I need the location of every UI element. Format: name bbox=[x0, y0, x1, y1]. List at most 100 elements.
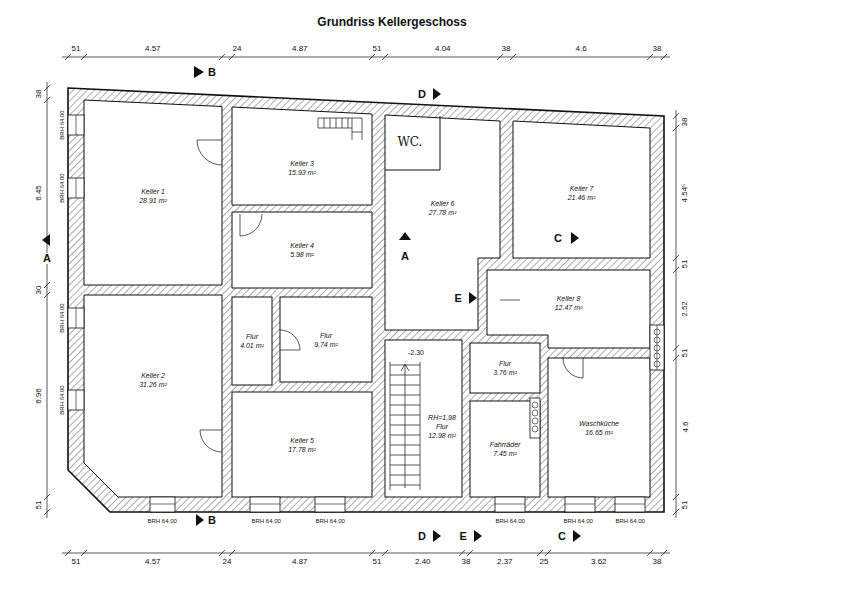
room: Keller 315.93 m² bbox=[232, 138, 372, 198]
dimension: 4.04 bbox=[434, 45, 452, 53]
room-text: 5.98 m² bbox=[290, 250, 314, 259]
window-sill-height: BRH 64.00 bbox=[58, 302, 64, 333]
room-text: 4.01 m² bbox=[240, 341, 264, 350]
room-text: 21.46 m² bbox=[568, 193, 596, 202]
window-sill-height: BRH 64.00 bbox=[58, 172, 64, 203]
dimension: 51 bbox=[681, 259, 689, 270]
dimension: 4.57 bbox=[144, 558, 162, 566]
plan-title: Grundriss Kellergeschoss bbox=[317, 15, 466, 29]
room-name: Keller 1 bbox=[141, 187, 165, 196]
dimension: 51 bbox=[372, 558, 383, 566]
section-marker: E bbox=[459, 531, 468, 542]
room-text: 31.26 m² bbox=[139, 380, 167, 389]
room-text: 12.47 m² bbox=[555, 303, 583, 312]
dimension: 24 bbox=[232, 45, 243, 53]
room: Keller 128.91 m² bbox=[84, 107, 222, 285]
room: Keller 721.46 m² bbox=[513, 128, 650, 258]
dimension: 38 bbox=[652, 45, 663, 53]
handwritten-note: WC. bbox=[397, 136, 424, 148]
room-name: Keller 4 bbox=[290, 241, 314, 250]
dimension: 4.87 bbox=[291, 45, 309, 53]
dimension: 51 bbox=[71, 558, 82, 566]
room-text: 9.74 m² bbox=[314, 340, 338, 349]
room-name: Flur bbox=[499, 359, 511, 368]
dimension: 2.52 bbox=[681, 300, 689, 318]
section-marker: A bbox=[400, 251, 410, 262]
dimension: 6.96 bbox=[35, 387, 43, 405]
windows bbox=[68, 115, 664, 512]
dimension: 4.6 bbox=[575, 45, 588, 53]
dimension: 51 bbox=[681, 348, 689, 359]
dimension: 24 bbox=[222, 558, 233, 566]
stair-symbol bbox=[318, 118, 362, 140]
window-sill-height: BRH 64.00 bbox=[563, 518, 594, 524]
room-name: Keller 7 bbox=[570, 184, 594, 193]
dimension: 51 bbox=[35, 500, 43, 511]
dimension: 51 bbox=[681, 500, 689, 511]
room-text: 17.78 m² bbox=[288, 445, 316, 454]
section-marker: C bbox=[553, 233, 563, 244]
room: Waschküche16.65 m² bbox=[548, 358, 650, 497]
room-text: 12.98 m² bbox=[428, 431, 456, 440]
window-sill-height: BRH 64.00 bbox=[58, 109, 64, 140]
dimension: 38 bbox=[461, 558, 472, 566]
dimension: 4.57 bbox=[144, 45, 162, 53]
outer-wall bbox=[68, 88, 664, 512]
room-text: 28.91 m² bbox=[139, 196, 167, 205]
room-text: 16.65 m² bbox=[585, 428, 613, 437]
section-marker: B bbox=[207, 515, 217, 526]
room: Keller 517.78 m² bbox=[232, 392, 372, 497]
section-marker: A bbox=[42, 253, 52, 264]
dimension: 3.62 bbox=[590, 558, 608, 566]
window-sill-height: BRH 64.00 bbox=[251, 518, 282, 524]
room-text: Flur bbox=[436, 422, 448, 431]
room-name: Flur bbox=[246, 332, 258, 341]
room-name: Waschküche bbox=[579, 419, 619, 428]
room-name: Keller 3 bbox=[290, 159, 314, 168]
room: Flur9.74 m² bbox=[280, 297, 372, 382]
room-name: Flur bbox=[320, 331, 332, 340]
section-marker: D bbox=[417, 531, 427, 542]
dimension: 38 bbox=[35, 89, 43, 100]
dimension: 51 bbox=[372, 45, 383, 53]
room-outlines bbox=[84, 100, 650, 497]
room: Keller 812.47 m² bbox=[487, 270, 650, 335]
dimension: 2.40 bbox=[414, 558, 432, 566]
dimension: 38 bbox=[652, 558, 663, 566]
window-sill-height: BRH 64.00 bbox=[58, 384, 64, 415]
dimension: 4.87 bbox=[291, 558, 309, 566]
section-arrows bbox=[42, 66, 581, 542]
stair-treads bbox=[390, 362, 420, 490]
window-glazing bbox=[76, 115, 660, 504]
room-name: Keller 8 bbox=[557, 294, 581, 303]
window-sill-height: BRH 64.00 bbox=[147, 518, 178, 524]
dimension: 38 bbox=[501, 45, 512, 53]
room: Keller 627.78 m² bbox=[390, 180, 495, 235]
window-sill-height: BRH 64.00 bbox=[495, 518, 526, 524]
dimension: 38 bbox=[681, 117, 689, 128]
level-mark: -2.30 bbox=[407, 349, 425, 356]
dimension: 2.37 bbox=[496, 558, 514, 566]
section-marker: B bbox=[207, 67, 217, 78]
room: Flur4.01 m² bbox=[232, 297, 272, 385]
room: Fahrräder7.45 m² bbox=[470, 401, 540, 497]
room-name: Keller 5 bbox=[290, 436, 314, 445]
window-sill-height: BRH 64.00 bbox=[315, 518, 346, 524]
window-sill-height: BRH 64.00 bbox=[615, 518, 646, 524]
room-text: 3.76 m² bbox=[493, 368, 517, 377]
room-text: 15.93 m² bbox=[288, 168, 316, 177]
section-marker: C bbox=[557, 531, 567, 542]
room-name: Fahrräder bbox=[490, 440, 521, 449]
room-text: 7.45 m² bbox=[493, 449, 517, 458]
dimension: 4.6 bbox=[681, 420, 689, 433]
dimension: 30 bbox=[35, 285, 43, 296]
room-text: 27.78 m² bbox=[429, 208, 457, 217]
dimension: 25 bbox=[539, 558, 550, 566]
room: RH=1,98Flur12.98 m² bbox=[422, 378, 462, 474]
room-name: RH=1,98 bbox=[428, 413, 456, 422]
room: Keller 231.26 m² bbox=[84, 295, 222, 465]
dimension: 4.54⁵ bbox=[681, 183, 689, 204]
dimension: 51 bbox=[71, 45, 82, 53]
wc-partition bbox=[385, 116, 440, 170]
